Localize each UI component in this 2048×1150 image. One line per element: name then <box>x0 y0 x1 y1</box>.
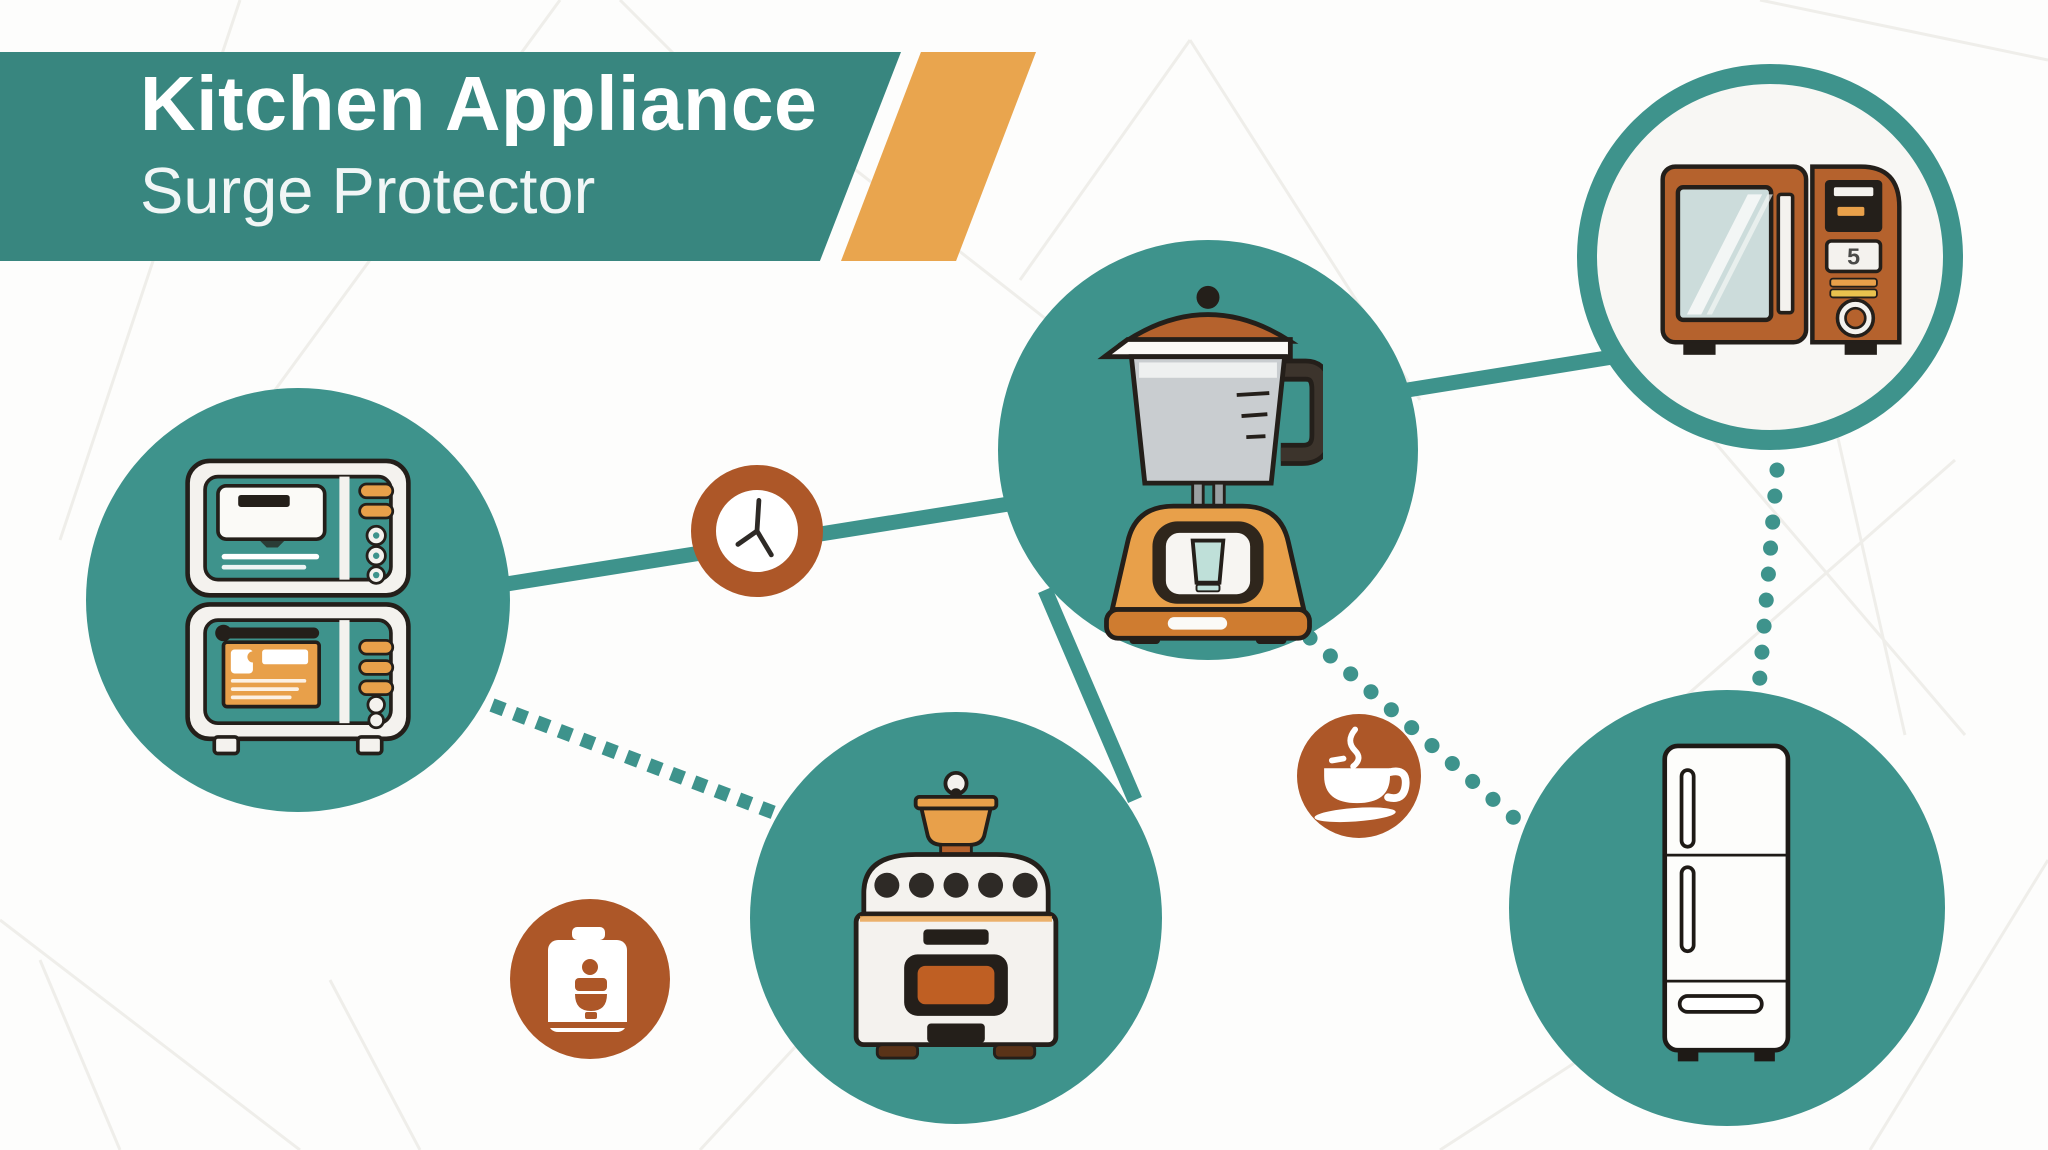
svg-text:5: 5 <box>1847 243 1860 269</box>
coffee-cup-icon <box>1314 726 1410 823</box>
clock-icon <box>735 498 774 558</box>
blender-icon <box>1097 285 1323 644</box>
title-line-2: Surge Protector <box>140 153 596 227</box>
badge-coffee-machine <box>510 899 670 1059</box>
node-refrigerator <box>1509 690 1945 1126</box>
microwave-icon: 5 <box>1660 164 1902 355</box>
double-toaster-oven-icon <box>185 458 411 756</box>
refrigerator-icon <box>1662 743 1791 1062</box>
page-title: Kitchen Appliance Surge Protector <box>140 62 817 226</box>
connector-microwave-refrigerator-dotted <box>1750 462 1785 708</box>
badge-clock <box>691 465 823 597</box>
node-blender <box>998 240 1418 660</box>
badge-coffee-cup <box>1297 714 1421 838</box>
title-banner <box>0 52 901 261</box>
connector-toaster-oven-stove-dotted <box>489 698 783 822</box>
coffee-machine-icon <box>548 927 627 1032</box>
title-line-1: Kitchen Appliance <box>140 61 818 147</box>
connector-blender-refrigerator-dotted <box>1302 630 1538 840</box>
connector-blender-microwave <box>1393 347 1627 400</box>
node-stove <box>750 712 1162 1124</box>
stove-cooker-icon <box>853 770 1059 1060</box>
node-microwave: 5 <box>1577 64 1963 450</box>
node-toaster-oven <box>86 388 510 812</box>
connector-blender-stove <box>1038 587 1142 803</box>
